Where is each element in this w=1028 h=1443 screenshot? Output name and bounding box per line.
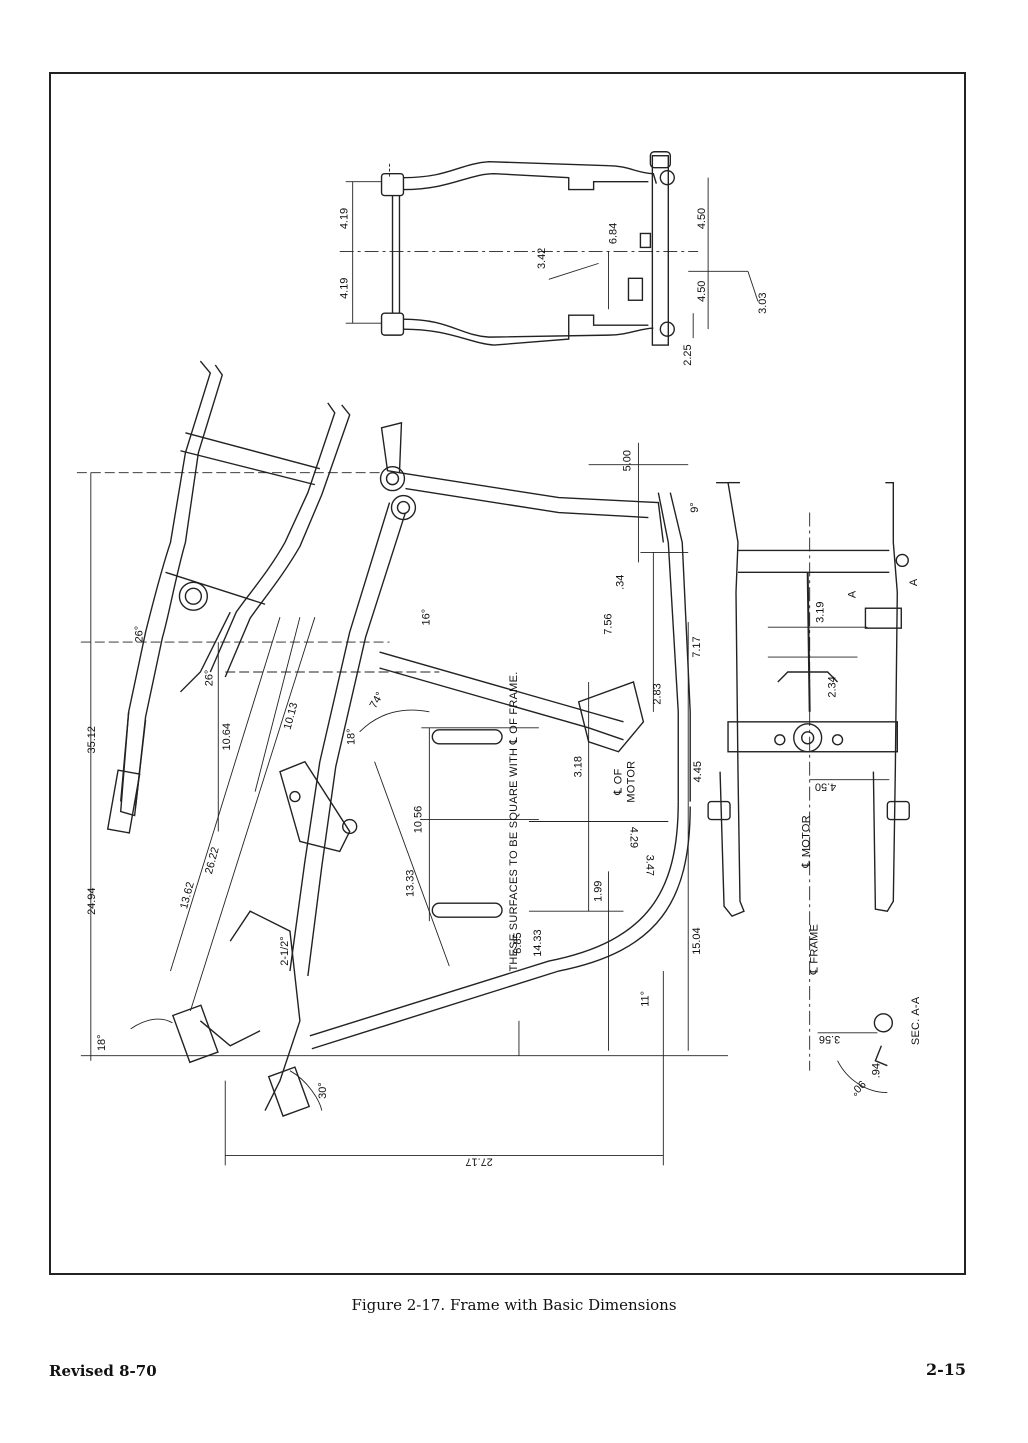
dim-7-17: 7.17 [691, 636, 703, 657]
dim-4-29: 4.29 [627, 827, 639, 848]
dim-11-deg: 11° [639, 991, 651, 1007]
surfaces-square-note: THESE SURFACES TO BE SQUARE WITH ℄ OF FR… [508, 671, 520, 971]
page-number: 2-15 [925, 1360, 966, 1379]
dim-74-deg: 74° [368, 690, 387, 710]
dim-26-deg-a: 26° [134, 626, 146, 643]
dim-4-45: 4.45 [692, 761, 704, 782]
dim-8-85: 8.85 [512, 932, 524, 953]
dim-2-1-2-deg: 2-1/2° [279, 936, 291, 965]
dim-35-12: 35.12 [86, 726, 98, 753]
section-arrow-a-top: A [846, 590, 858, 598]
dim-0-34: .34 [614, 575, 626, 590]
fork-view [76, 360, 390, 1061]
dim-10-64: 10.64 [221, 723, 233, 750]
dim-4-19-bottom: 4.19 [339, 278, 351, 299]
figure-caption: Figure 2-17. Frame with Basic Dimensions [351, 1296, 677, 1314]
dim-15-04: 15.04 [691, 927, 703, 954]
revision-note: Revised 8-70 [49, 1362, 157, 1380]
centerline-frame-label: ℄ FRAME [809, 924, 821, 975]
dim-3-47: 3.47 [643, 855, 655, 876]
frame-technical-drawing: 4.19 4.19 6.84 3.42 4.50 4.50 3.03 2.25 … [76, 151, 922, 1167]
dim-6-84: 6.84 [608, 223, 620, 244]
dim-90-deg: 90° [848, 1078, 868, 1098]
dim-10-13: 10.13 [282, 701, 301, 731]
dim-3-56: 3.56 [819, 1033, 840, 1045]
dim-30-deg: 30° [317, 1082, 329, 1099]
dim-9-deg: 9° [689, 502, 701, 512]
dim-13-33: 13.33 [404, 870, 416, 897]
section-a-a-label: SEC. A-A [910, 996, 922, 1045]
drawing-border: 4.19 4.19 6.84 3.42 4.50 4.50 3.03 2.25 … [49, 72, 966, 1275]
dim-2-83: 2.83 [651, 683, 663, 704]
side-view [80, 421, 729, 1166]
dim-3-18: 3.18 [573, 756, 585, 777]
dim-16-deg: 16° [420, 609, 432, 626]
dim-4-50-right: 4.50 [815, 781, 836, 793]
dim-26-deg-b: 26° [203, 670, 215, 687]
dim-26-22: 26.22 [203, 846, 222, 876]
dim-3-42: 3.42 [536, 248, 548, 269]
centerline-of-motor-label-2: MOTOR [625, 761, 637, 803]
dim-14-33: 14.33 [532, 929, 544, 956]
dim-3-03: 3.03 [757, 293, 769, 314]
dim-4-19-top: 4.19 [339, 208, 351, 229]
dim-2-25: 2.25 [682, 344, 694, 365]
dim-24-94: 24.94 [86, 888, 98, 915]
dim-4-50-bottom: 4.50 [696, 281, 708, 302]
dim-27-17: 27.17 [465, 1155, 492, 1167]
end-view [707, 481, 910, 1094]
centerline-motor-label: ℄ MOTOR [801, 815, 813, 869]
dim-7-56: 7.56 [603, 614, 615, 635]
dim-1-99: 1.99 [593, 881, 605, 902]
dim-18-deg-b: 18° [96, 1034, 108, 1051]
top-view [339, 151, 759, 346]
dim-4-50-top: 4.50 [696, 208, 708, 229]
section-arrow-a-bottom: A [908, 578, 920, 586]
dim-3-19: 3.19 [815, 602, 827, 623]
dim-5-00: 5.00 [621, 450, 633, 471]
dim-18-deg-a: 18° [346, 729, 358, 746]
dim-0-94: .94 [870, 1063, 882, 1078]
dim-2-34: 2.34 [827, 676, 839, 697]
dim-10-56: 10.56 [412, 806, 424, 833]
centerline-of-motor-label-1: ℄ OF [613, 768, 625, 795]
